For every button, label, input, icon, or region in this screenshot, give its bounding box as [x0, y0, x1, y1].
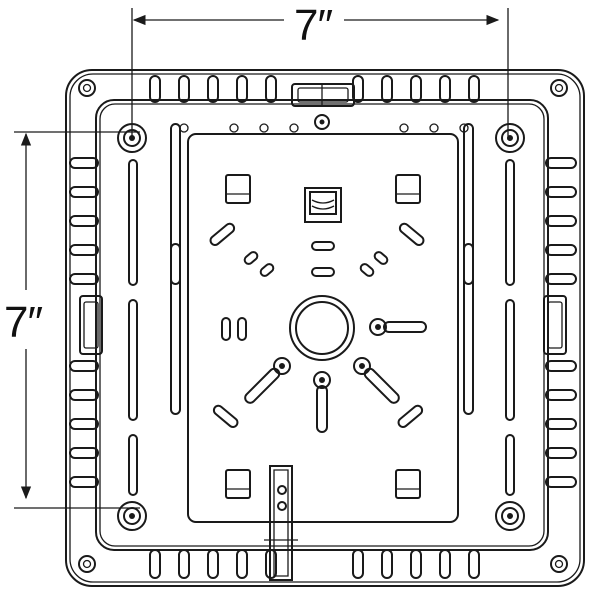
center-knockout	[289, 295, 355, 361]
heat-sink-fins-right	[545, 157, 577, 488]
heat-sink-fin	[236, 549, 248, 579]
heat-sink-fin	[69, 418, 99, 430]
heat-sink-fin	[545, 447, 577, 459]
heat-sink-fin	[545, 186, 577, 198]
plate-outline	[187, 133, 459, 523]
heat-sink-fins-top	[149, 75, 480, 103]
dimension-lines	[14, 8, 509, 509]
heat-sink-fin	[352, 549, 364, 579]
band-slot	[429, 123, 439, 133]
band-slot	[229, 123, 239, 133]
heat-sink-fin	[69, 273, 99, 285]
housing-outer-edge	[65, 69, 585, 587]
heat-sink-fin	[69, 476, 99, 488]
heat-sink-fin	[468, 549, 480, 579]
fixture-housing	[65, 69, 585, 587]
wire-clip	[304, 187, 342, 223]
heat-sink-fin	[207, 75, 219, 103]
heat-sink-fin	[69, 186, 99, 198]
oval-slots	[209, 222, 425, 428]
heat-sink-fin	[236, 75, 248, 103]
vertical-slots	[128, 123, 515, 496]
heat-sink-fin	[69, 360, 99, 372]
heat-sink-fins-bottom	[149, 549, 480, 579]
heat-sink-fin	[149, 75, 161, 103]
heat-sink-fin	[381, 75, 393, 103]
housing-inner-edge	[95, 99, 549, 551]
heat-sink-fin	[69, 389, 99, 401]
heat-sink-fin	[69, 215, 99, 227]
heat-sink-fins-left	[69, 157, 99, 488]
heat-sink-fin	[381, 549, 393, 579]
ground-strap	[264, 465, 298, 581]
side-clip-left	[79, 295, 103, 355]
mounting-bolts	[117, 123, 525, 531]
housing-inner-edge-2	[99, 103, 545, 547]
corner-brackets	[225, 174, 421, 499]
band-slot	[399, 123, 409, 133]
heat-sink-fin	[439, 75, 451, 103]
heat-sink-fin	[149, 549, 161, 579]
heat-sink-fin	[545, 476, 577, 488]
heat-sink-fin	[69, 157, 99, 169]
band-slot	[259, 123, 269, 133]
heat-sink-fin	[178, 549, 190, 579]
side-clip-right	[543, 295, 567, 355]
band-slots	[179, 123, 469, 133]
width-dimension-label: 7″	[290, 4, 337, 48]
mounting-plate	[187, 133, 459, 581]
band-slot	[459, 123, 469, 133]
heat-sink-fin	[410, 549, 422, 579]
band-slot	[289, 123, 299, 133]
heat-sink-fin	[207, 549, 219, 579]
band-slot	[179, 123, 189, 133]
heat-sink-fin	[410, 75, 422, 103]
keyhole-slots	[244, 318, 427, 433]
heat-sink-fin	[69, 244, 99, 256]
heat-sink-fin	[439, 549, 451, 579]
heat-sink-fin	[545, 273, 577, 285]
heat-sink-fin	[69, 447, 99, 459]
heat-sink-fin	[545, 157, 577, 169]
heat-sink-fin	[265, 75, 277, 103]
heat-sink-fin	[468, 75, 480, 103]
heat-sink-fin	[545, 215, 577, 227]
heat-sink-fin	[545, 360, 577, 372]
heat-sink-fin	[545, 389, 577, 401]
housing-outer-edge-inner	[69, 73, 581, 583]
heat-sink-fin	[545, 418, 577, 430]
top-clip	[291, 83, 355, 130]
corner-screw-outer	[78, 79, 568, 573]
heat-sink-fin	[178, 75, 190, 103]
heat-sink-fin	[545, 244, 577, 256]
height-dimension-label: 7″	[4, 297, 43, 349]
